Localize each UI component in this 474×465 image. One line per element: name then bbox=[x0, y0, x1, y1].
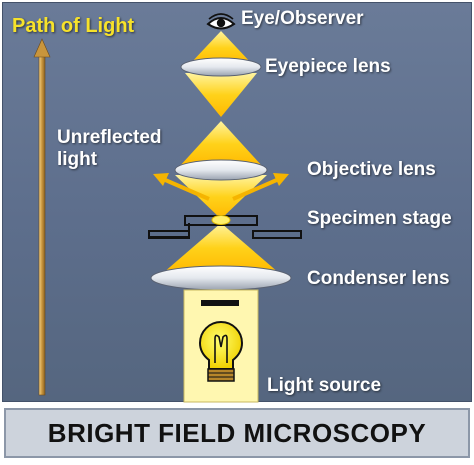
condenser-lens bbox=[150, 265, 292, 291]
unreflected-label-line1: Unreflected bbox=[57, 127, 162, 148]
path-of-light-title: Path of Light bbox=[12, 15, 135, 37]
objective-lens-label: Objective lens bbox=[307, 159, 436, 180]
eye-icon bbox=[206, 13, 236, 30]
eyepiece-lens-label: Eyepiece lens bbox=[265, 56, 391, 77]
eye-observer-label: Eye/Observer bbox=[241, 8, 364, 29]
path-arrow-icon bbox=[33, 38, 51, 396]
objective-lens bbox=[174, 159, 268, 181]
light-source-label: Light source bbox=[267, 375, 382, 396]
light-beam bbox=[157, 31, 285, 288]
unreflected-label-line2: light bbox=[57, 149, 98, 170]
eyepiece-lens bbox=[180, 57, 262, 77]
condenser-lens-label: Condenser lens bbox=[307, 268, 450, 289]
microscope-diagram bbox=[33, 13, 302, 403]
specimen-stage bbox=[148, 215, 302, 239]
unreflected-light-label: Unreflected light bbox=[57, 127, 162, 171]
unreflected-light-arrows bbox=[153, 173, 289, 201]
footer-title: BRIGHT FIELD MICROSCOPY bbox=[4, 408, 470, 458]
lightbulb-icon bbox=[198, 321, 244, 382]
diagram-panel: Path of Light Eye/Observer Eyepiece lens… bbox=[2, 2, 472, 403]
specimen-stage-label: Specimen stage bbox=[307, 208, 452, 229]
